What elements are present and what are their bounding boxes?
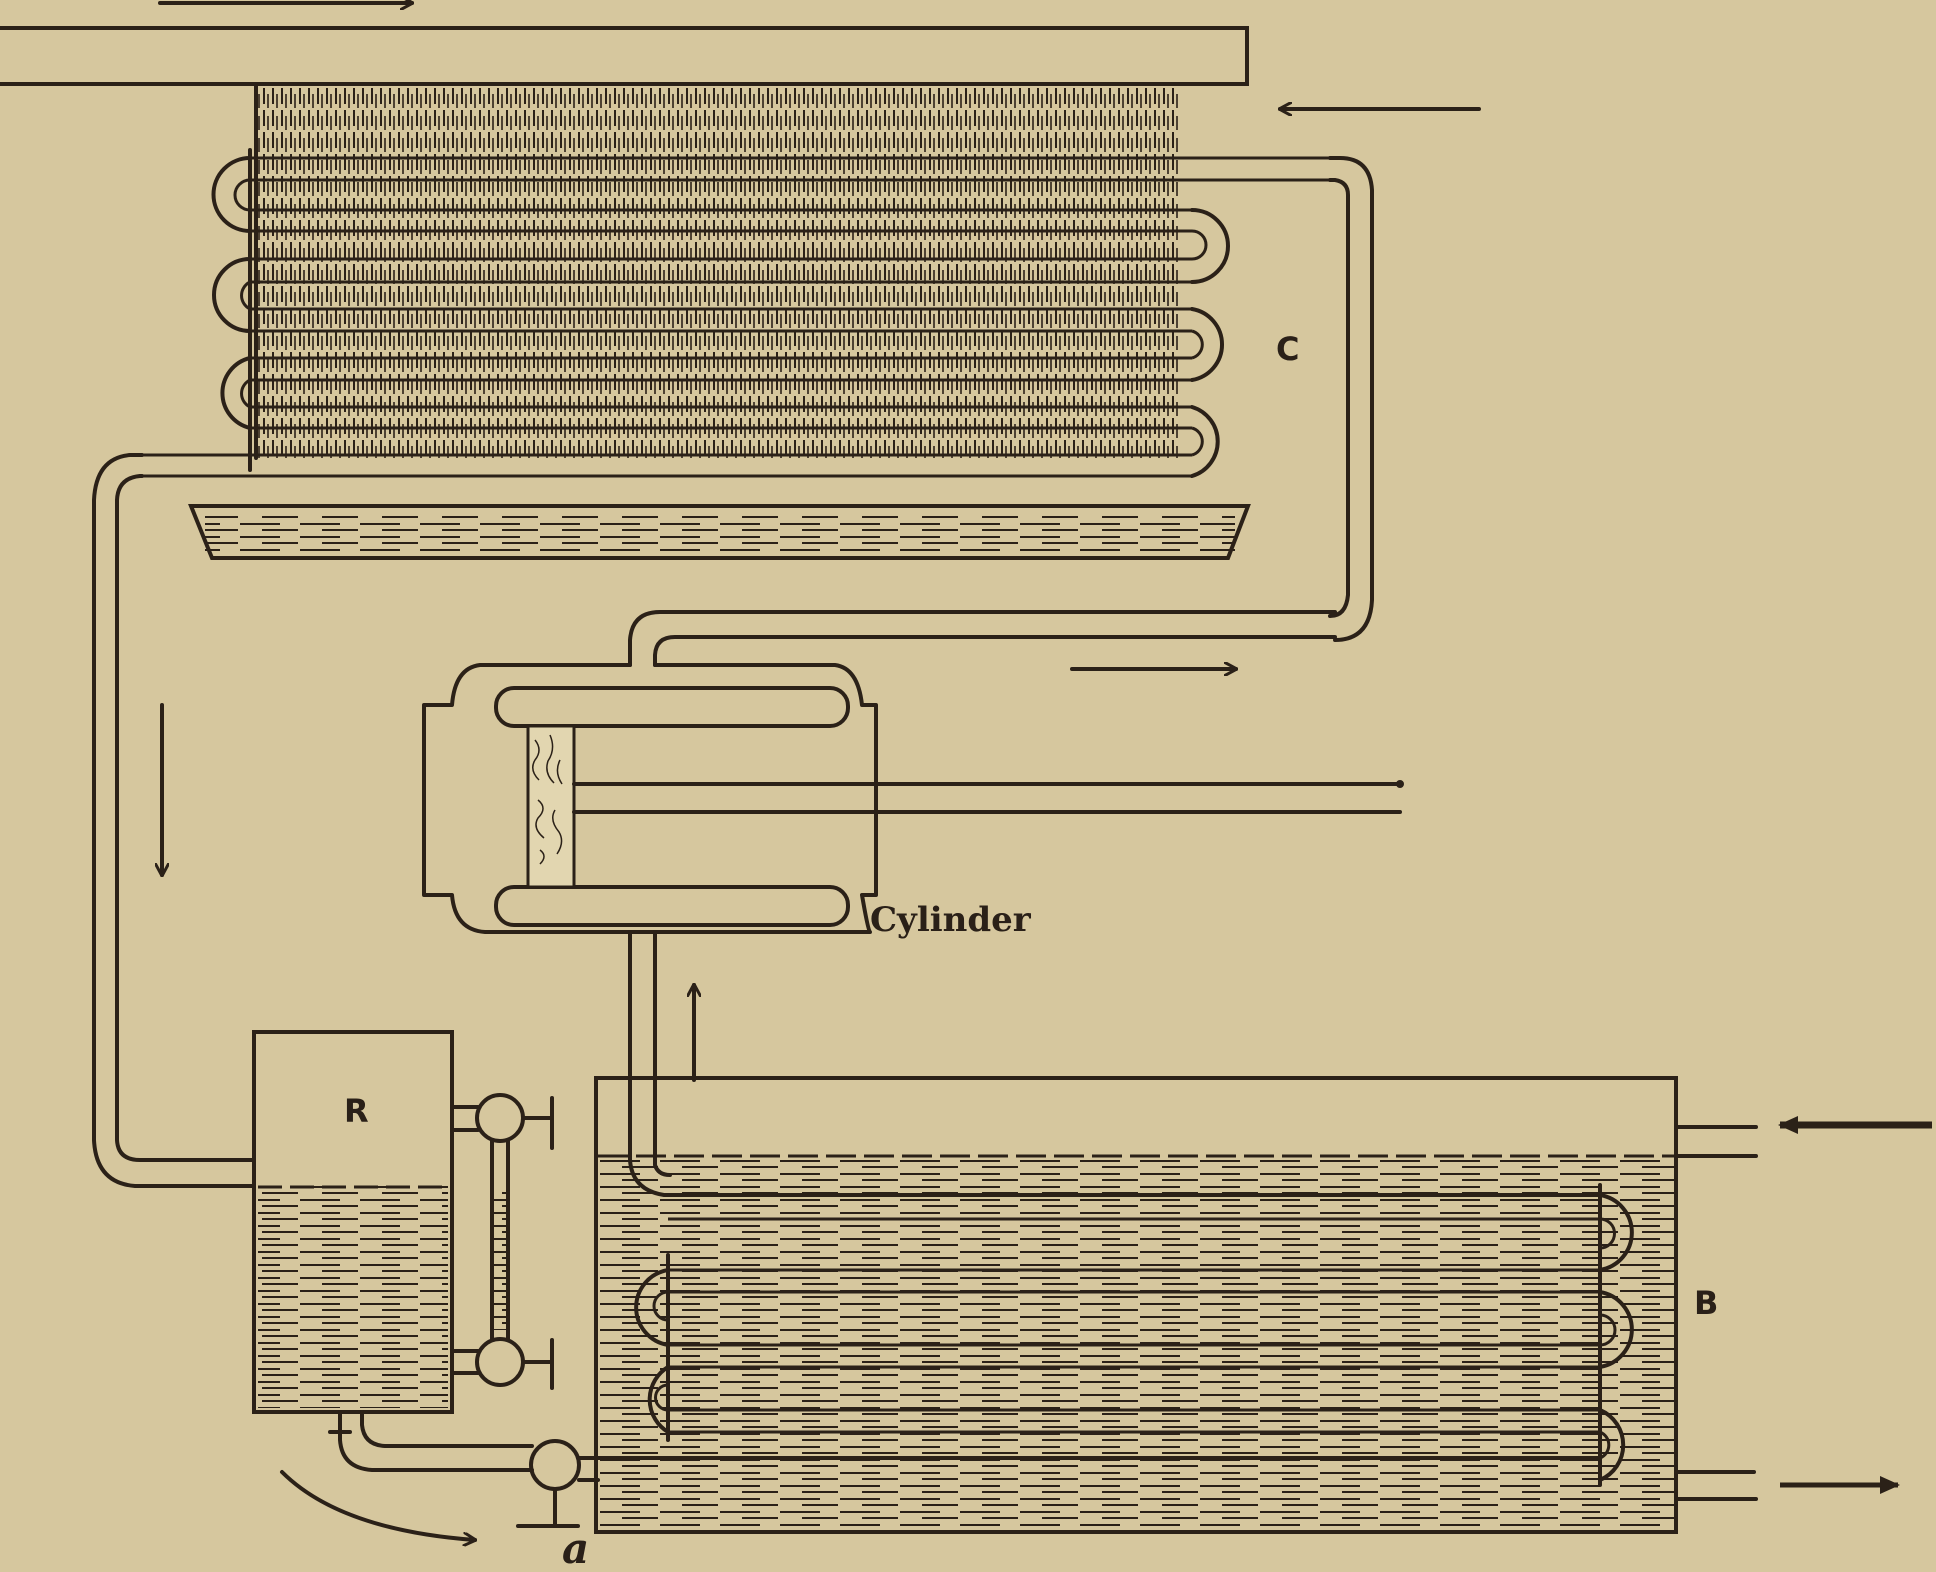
- label-receiver: R: [344, 1092, 369, 1130]
- brine-tank: [594, 1076, 1678, 1534]
- label-condenser: C: [1276, 330, 1300, 368]
- compressor-cylinder: [422, 663, 1404, 934]
- expansion-curve-arrow: [280, 1470, 475, 1540]
- label-valve: a: [562, 1524, 590, 1572]
- receiver-tank: [252, 1030, 454, 1414]
- condenser-coil: [130, 148, 1330, 478]
- receiver-outlet-pipe: [328, 1410, 534, 1472]
- label-brine-tank: B: [1694, 1284, 1719, 1322]
- discharge-riser-pipe: [1328, 156, 1374, 642]
- piston: [526, 724, 576, 889]
- liquid-line-pipe: [92, 453, 256, 1188]
- gauge-glass: [450, 1093, 554, 1390]
- evaporator-coil: [634, 1183, 1634, 1487]
- label-cylinder: Cylinder: [870, 900, 1031, 940]
- condenser-spray-region: [256, 86, 1179, 458]
- discharge-pipe: [628, 610, 1337, 667]
- drip-tray: [188, 504, 1251, 560]
- top-plate: [0, 26, 1249, 86]
